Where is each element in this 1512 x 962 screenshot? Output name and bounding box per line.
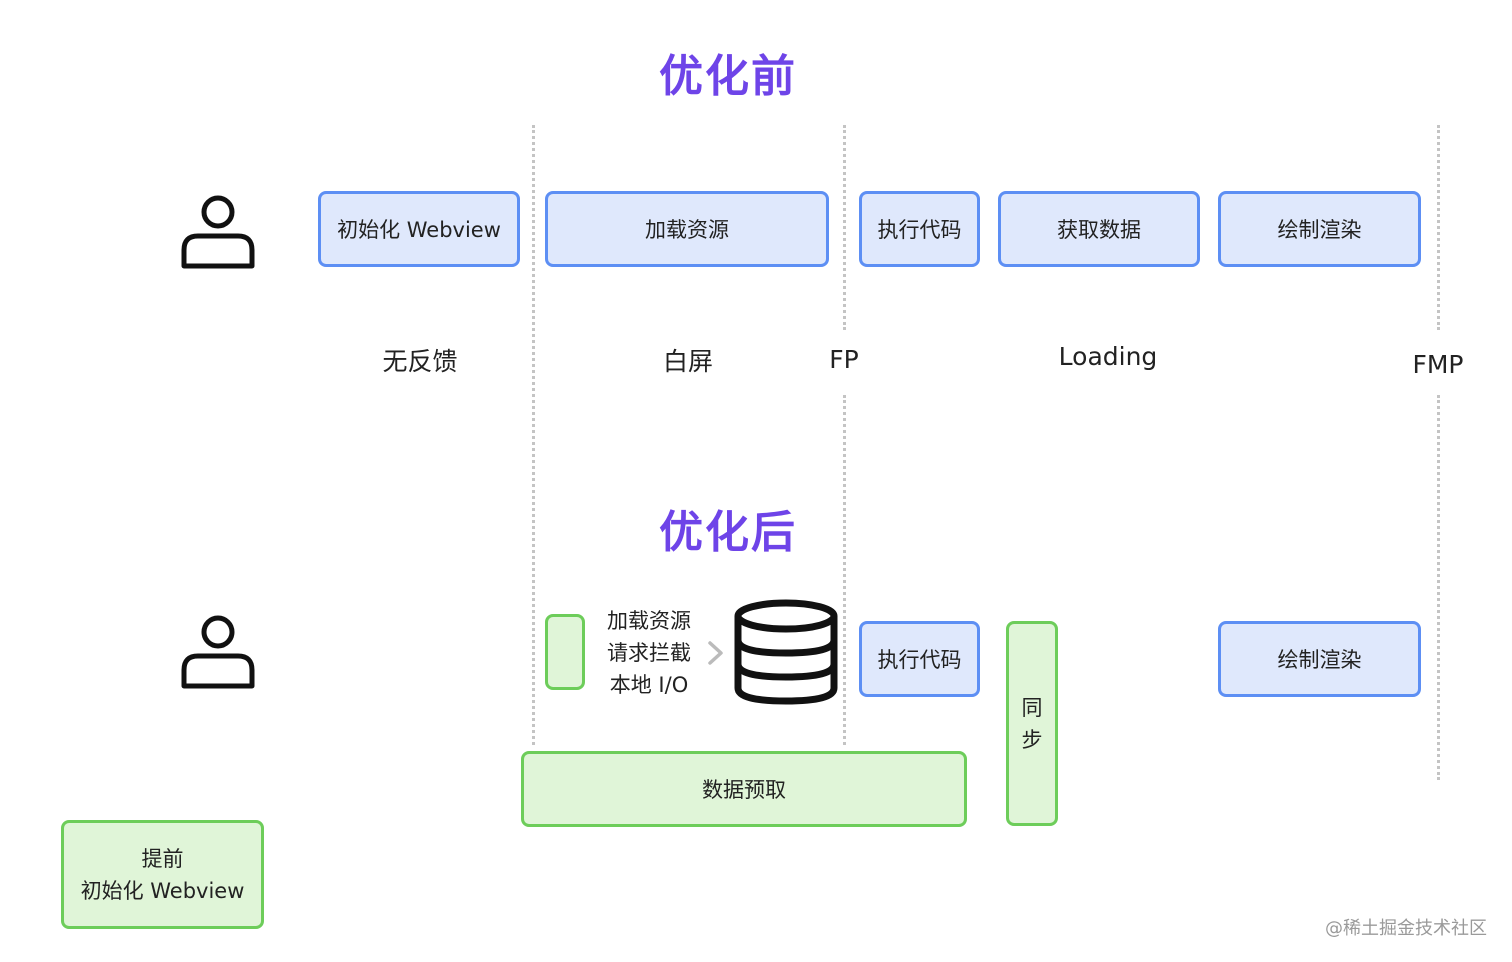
divider-line-fmp-bottom [1437,395,1440,780]
after-title: 优化后 [659,507,797,558]
intercept-line-2: 请求拦截 [607,641,691,665]
preinit-line-1: 提前 [141,846,184,871]
sync-box: 同 步 [1006,621,1058,826]
intercept-green-box [545,614,585,690]
phase-loading: Loading [1058,342,1158,371]
user-icon [181,195,255,269]
step-execute-code: 执行代码 [859,191,980,267]
intercept-line-1: 加载资源 [607,609,691,633]
before-title: 优化前 [659,51,797,102]
intercept-line-3: 本地 I/O [609,673,689,697]
sync-char-1: 同 [1021,695,1043,720]
after-render: 绘制渲染 [1218,621,1421,697]
divider-line-fp-bottom [843,395,846,745]
preinit-webview-box: 提前 初始化 Webview [61,820,264,929]
divider-line-fmp-top [1437,125,1440,330]
step-fetch-data: 获取数据 [998,191,1200,267]
marker-fp: FP [829,345,859,374]
step-init-webview: 初始化 Webview [318,191,520,267]
divider-line-1 [532,125,535,745]
marker-fmp: FMP [1412,350,1464,379]
watermark: @稀土掘金技术社区 [1325,918,1487,939]
phase-white-screen: 白屏 [662,347,713,376]
sync-char-2: 步 [1021,727,1043,752]
divider-line-fp-top [843,125,846,330]
chevron-right-icon [708,641,723,665]
database-icon [734,599,838,705]
phase-no-feedback: 无反馈 [382,347,458,376]
user-icon [181,615,255,689]
step-load-resources: 加载资源 [545,191,829,267]
data-prefetch-box: 数据预取 [521,751,967,827]
intercept-text: 加载资源 请求拦截 本地 I/O [589,605,709,701]
preinit-line-2: 初始化 Webview [80,878,245,903]
after-execute-code: 执行代码 [859,621,980,697]
step-render: 绘制渲染 [1218,191,1421,267]
